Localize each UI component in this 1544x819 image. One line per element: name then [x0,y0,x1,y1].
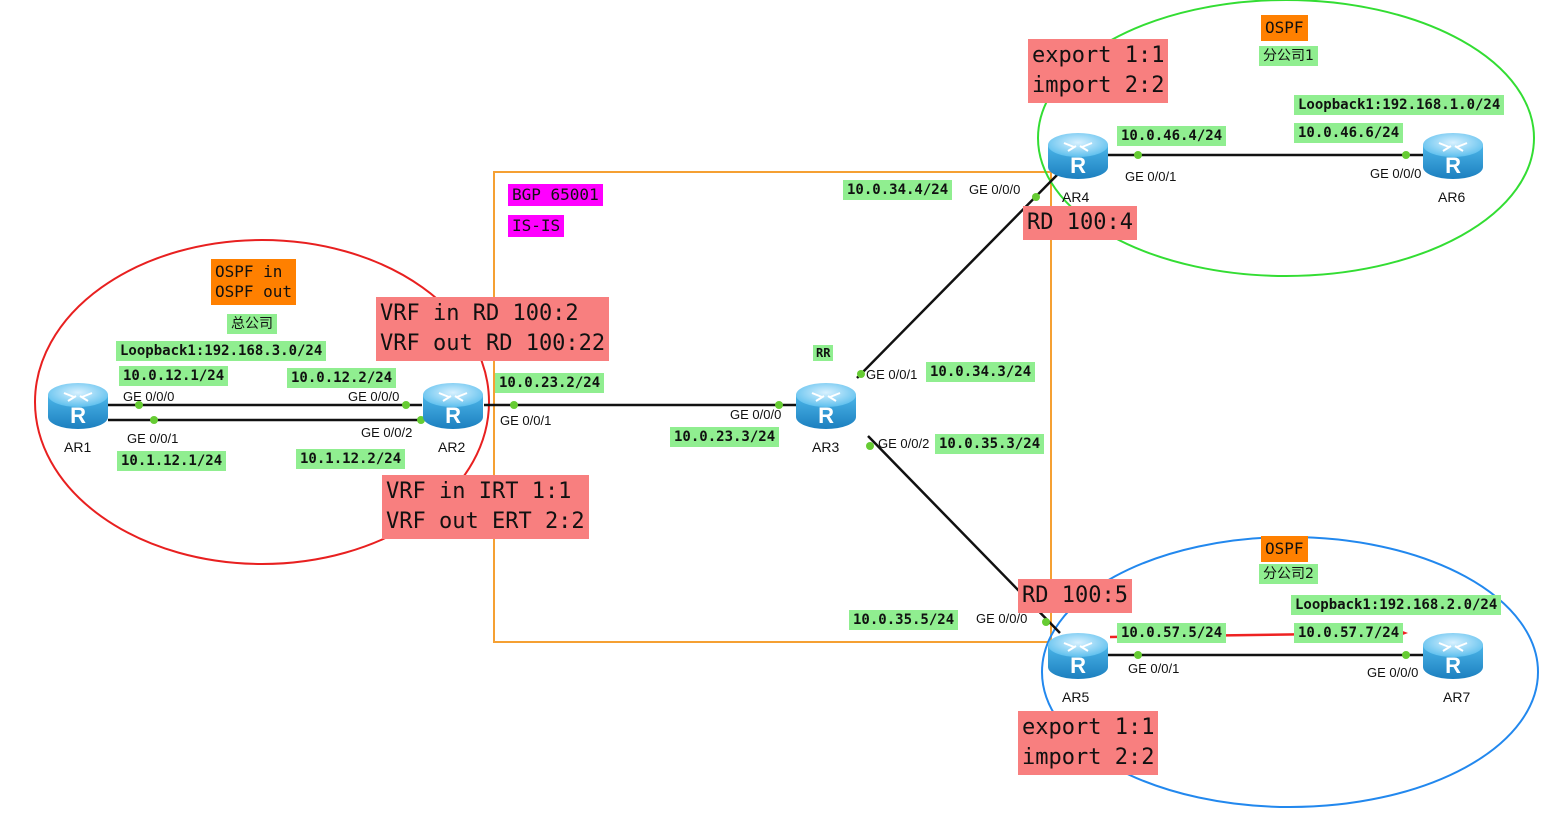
ar4-rt-box: export 1:1 import 2:2 [1028,39,1169,103]
ar6-port-ge000: GE 0/0/0 [1370,166,1422,181]
link-ar3-ar4 [856,171,1061,379]
route-reflector-tag: RR [813,345,834,361]
ar1-port-ge001: GE 0/0/1 [127,431,179,446]
router-ar1-name: AR1 [64,439,92,455]
ar4-ge001-ip: 10.0.46.4/24 [1117,126,1227,146]
ar2-ge002-ip: 10.1.12.2/24 [296,449,406,469]
branch1-loopback: Loopback1:192.168.1.0/24 [1294,95,1505,115]
hq-site-name: 总公司 [227,314,277,334]
ar2-ge000-ip: 10.0.12.2/24 [287,368,397,388]
router-ar2-icon[interactable] [422,382,484,430]
ar3-port-ge001: GE 0/0/1 [866,367,918,382]
branch2-site-name: 分公司2 [1259,564,1318,584]
router-ar6-name: AR6 [1438,189,1466,205]
router-ar4-icon[interactable] [1047,132,1109,180]
branch1-site-name: 分公司1 [1259,46,1318,66]
router-ar2-name: AR2 [438,439,466,455]
branch2-protocol-tag: OSPF [1261,536,1308,562]
ar4-ge000-ip: 10.0.34.4/24 [843,180,953,200]
ar3-ge002-ip: 10.0.35.3/24 [935,434,1045,454]
ar3-ge000-ip: 10.0.23.3/24 [670,427,780,447]
ar2-vrf-rt-box: VRF in IRT 1:1 VRF out ERT 2:2 [382,475,589,539]
ar1-port-ge000: GE 0/0/0 [123,389,175,404]
ar1-ge001-ip: 10.1.12.1/24 [117,451,227,471]
ar4-port-ge001: GE 0/0/1 [1125,169,1177,184]
ar4-rd-box: RD 100:4 [1023,206,1137,240]
ar4-port-ge000: GE 0/0/0 [969,182,1021,197]
hq-loopback: Loopback1:192.168.3.0/24 [116,341,327,361]
branch2-loopback: Loopback1:192.168.2.0/24 [1291,595,1502,615]
ar2-ge001-ip: 10.0.23.2/24 [495,373,605,393]
ar3-port-ge000: GE 0/0/0 [730,407,782,422]
branch1-site-ellipse [1037,0,1535,277]
hq-protocol-tag: OSPF in OSPF out [211,259,297,305]
router-ar3-name: AR3 [812,439,840,455]
ar7-ge000-ip: 10.0.57.7/24 [1294,623,1404,643]
router-ar5-name: AR5 [1062,689,1090,705]
router-ar5-icon[interactable] [1047,632,1109,680]
ar2-port-ge000: GE 0/0/0 [348,389,400,404]
ar6-ge000-ip: 10.0.46.6/24 [1294,123,1404,143]
router-ar6-icon[interactable] [1422,132,1484,180]
router-ar1-icon[interactable] [47,382,109,430]
ar5-rd-box: RD 100:5 [1018,579,1132,613]
ar2-port-ge001: GE 0/0/1 [500,413,552,428]
as-boundary [493,171,1052,643]
bgp-as-tag: BGP 65001 [508,184,603,206]
igp-tag: IS-IS [508,215,565,237]
ar5-ge001-ip: 10.0.57.5/24 [1117,623,1227,643]
ar1-ge000-ip: 10.0.12.1/24 [119,366,229,386]
ar5-ge000-ip: 10.0.35.5/24 [849,610,959,630]
branch1-protocol-tag: OSPF [1261,15,1308,41]
router-ar4-name: AR4 [1062,189,1090,205]
ar2-port-ge002: GE 0/0/2 [361,425,413,440]
router-ar7-icon[interactable] [1422,632,1484,680]
port-dots [135,151,1410,659]
router-ar3-icon[interactable] [795,382,857,430]
ar5-port-ge001: GE 0/0/1 [1128,661,1180,676]
ar3-ge001-ip: 10.0.34.3/24 [926,362,1036,382]
hq-site-ellipse [34,239,490,565]
ar2-vrf-rd-box: VRF in RD 100:2 VRF out RD 100:22 [376,297,610,361]
router-ar7-name: AR7 [1443,689,1471,705]
ar7-port-ge000: GE 0/0/0 [1367,665,1419,680]
ar5-rt-box: export 1:1 import 2:2 [1018,711,1159,775]
ar5-port-ge000: GE 0/0/0 [976,611,1028,626]
ar3-port-ge002: GE 0/0/2 [878,436,930,451]
